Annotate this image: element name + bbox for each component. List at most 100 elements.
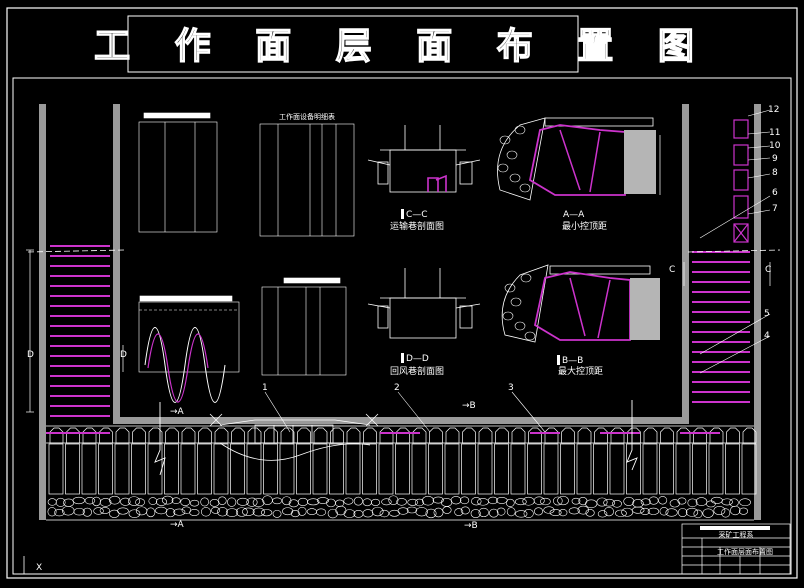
shield-support <box>81 443 97 495</box>
shield-support <box>560 443 575 495</box>
gob-stone <box>471 497 482 506</box>
gob-stone <box>459 496 470 505</box>
gob-stone <box>128 496 141 506</box>
gob-stone <box>460 506 470 515</box>
marker-d-left: D <box>27 350 34 360</box>
section-bb-label: B—B <box>562 356 583 366</box>
callout-7: 7 <box>772 204 778 214</box>
gob-stone <box>693 509 703 519</box>
gob-stone <box>432 496 444 504</box>
gob-stone <box>306 508 317 515</box>
shield-support <box>461 443 476 495</box>
gob-stone <box>343 497 354 505</box>
section-aa-label: A—A <box>563 210 585 220</box>
shield-support <box>213 443 229 495</box>
inner-frame <box>12 77 792 575</box>
shield-support <box>444 443 460 495</box>
gob-stone <box>706 500 716 508</box>
gob-stone <box>109 509 120 518</box>
gob-stone <box>388 495 399 505</box>
gob-stone <box>235 507 248 517</box>
title-block-bar <box>700 526 770 530</box>
section-cc-caption: 运输巷剖面图 <box>390 220 444 232</box>
gob-stone <box>729 498 739 507</box>
gob-stone <box>623 496 635 506</box>
gob-stone <box>442 506 452 514</box>
shield-support <box>180 443 196 495</box>
gob-stone <box>597 510 608 518</box>
title-box <box>127 15 579 73</box>
shield-support <box>642 443 658 495</box>
gob-stone <box>62 505 75 516</box>
shield-canopy <box>99 427 113 444</box>
gob-stone <box>335 499 345 507</box>
gob-stone <box>739 498 751 507</box>
shield-canopy <box>528 427 542 444</box>
left-roadway-supports <box>50 245 110 417</box>
gob-stone <box>217 507 228 517</box>
section-dd-mark <box>401 353 404 363</box>
gob-stone <box>470 509 481 518</box>
arrow-b-top: →B <box>462 401 476 411</box>
shield-canopy <box>247 427 262 444</box>
shield-support <box>428 443 443 495</box>
gob-stone <box>397 507 409 515</box>
table-top-title: 工作面设备明细表 <box>279 112 335 121</box>
gob-stone <box>543 506 555 514</box>
shield-support <box>494 443 509 495</box>
shield-support <box>626 443 641 495</box>
shield-canopy <box>115 427 130 444</box>
shield-support <box>164 443 179 495</box>
gob-stone <box>362 498 372 507</box>
shield-canopy <box>544 427 559 444</box>
shield-support <box>395 443 410 495</box>
gob-stone <box>557 495 569 506</box>
section-aa-caption: 最小控顶距 <box>562 220 607 232</box>
gob-stone <box>665 508 678 517</box>
gob-stone <box>297 506 307 516</box>
gob-stone <box>389 509 400 517</box>
gob-stone <box>99 498 112 507</box>
gob-stone <box>173 508 186 516</box>
gob-stone <box>91 496 101 507</box>
gob-stone <box>533 496 545 505</box>
shield-canopy <box>214 427 229 444</box>
gob-stone <box>515 510 528 518</box>
gob-stone <box>371 506 384 517</box>
gob-stone <box>522 496 535 506</box>
shield-support <box>263 443 278 495</box>
gob-rock-fill <box>47 495 751 519</box>
shield-support <box>131 443 146 495</box>
right-roadway-supports <box>692 251 750 403</box>
shield-canopy <box>264 427 278 444</box>
equipment-tables <box>138 112 355 376</box>
gob-stone <box>396 498 407 506</box>
gob-stone <box>721 498 733 506</box>
shield-support <box>147 443 163 495</box>
shield-support <box>312 443 328 495</box>
shield-support <box>741 443 757 495</box>
gob-stone <box>47 507 57 517</box>
shield-canopy <box>445 427 460 444</box>
pressure-wave <box>144 327 226 403</box>
gob-stone <box>225 508 239 517</box>
gob-stone <box>108 495 121 505</box>
callout-9: 9 <box>772 154 778 164</box>
gob-stone <box>227 497 237 507</box>
gob-stone <box>72 496 85 505</box>
shield-canopy <box>280 427 295 444</box>
shield-support <box>593 443 608 495</box>
shield-canopy <box>643 427 658 444</box>
gob-stone <box>721 508 731 518</box>
callout-11: 11 <box>769 128 780 138</box>
gob-stone <box>316 508 327 516</box>
gob-stone <box>99 507 111 514</box>
section-dd-drawing <box>367 268 481 339</box>
gob-stone <box>577 505 589 515</box>
gob-stone <box>632 499 644 508</box>
gob-stone <box>695 497 708 506</box>
gob-stone <box>307 498 320 506</box>
roadway-walls <box>39 104 761 520</box>
gob-stone <box>549 509 562 516</box>
gob-stone <box>540 497 551 506</box>
